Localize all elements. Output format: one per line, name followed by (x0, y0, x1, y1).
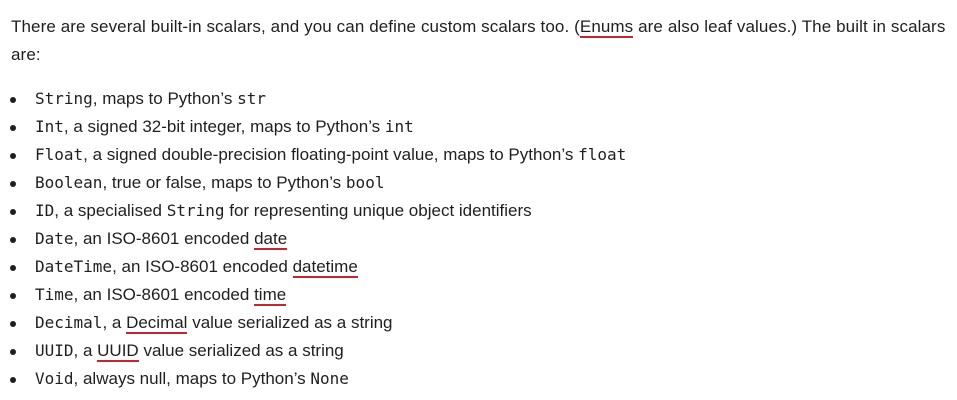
scalar-name: Float (35, 145, 84, 164)
scalar-description: , a (73, 341, 98, 360)
scalar-name: Time (35, 285, 74, 304)
list-item: Void, always null, maps to Python’s None (0, 365, 626, 393)
scalar-description-continued: for representing unique object identifie… (224, 201, 532, 220)
scalar-description: , maps to Python’s (92, 89, 238, 108)
intro-paragraph: There are several built-in scalars, and … (11, 13, 951, 69)
python-type: int (384, 117, 414, 136)
bullet-icon (10, 349, 16, 355)
list-item: Int, a signed 32-bit integer, maps to Py… (0, 113, 626, 141)
bullet-icon (10, 321, 16, 327)
bullet-icon (10, 125, 16, 131)
list-item: Float, a signed double-precision floatin… (0, 141, 626, 169)
bullet-icon (10, 377, 16, 383)
scalar-description: , an ISO-8601 encoded (73, 229, 255, 248)
enums-link[interactable]: Enums (579, 17, 634, 38)
python-type: float (578, 145, 627, 164)
list-item: ID, a specialised String for representin… (0, 197, 626, 225)
python-type: bool (345, 173, 385, 192)
scalar-description-continued: value serialized as a string (138, 341, 344, 360)
scalar-name: DateTime (35, 257, 113, 276)
scalar-description: , an ISO-8601 encoded (112, 257, 293, 276)
scalar-name: UUID (35, 341, 74, 360)
list-item: DateTime, an ISO-8601 encoded datetime (0, 253, 626, 281)
python-type: str (237, 89, 266, 108)
scalar-name: Int (35, 117, 64, 136)
uuid-link[interactable]: UUID (97, 341, 139, 362)
decimal-link[interactable]: Decimal (126, 313, 188, 334)
bullet-icon (10, 181, 16, 187)
scalar-list: String, maps to Python’s str Int, a sign… (0, 85, 626, 393)
scalar-description-continued: value serialized as a string (187, 313, 393, 332)
scalar-name: String (35, 89, 93, 108)
time-link[interactable]: time (254, 285, 287, 306)
list-item: Time, an ISO-8601 encoded time (0, 281, 626, 309)
list-item: String, maps to Python’s str (0, 85, 626, 113)
list-item: UUID, a UUID value serialized as a strin… (0, 337, 626, 365)
scalar-description: , true or false, maps to Python’s (102, 173, 346, 192)
scalar-description: , a (102, 313, 127, 332)
python-type: None (310, 369, 349, 388)
intro-text: There are several built-in scalars, and … (11, 17, 580, 36)
list-item: Boolean, true or false, maps to Python’s… (0, 169, 626, 197)
list-item: Date, an ISO-8601 encoded date (0, 225, 626, 253)
scalar-description: , a specialised (54, 201, 167, 220)
scalar-name: ID (35, 201, 55, 220)
scalar-description: , an ISO-8601 encoded (73, 285, 255, 304)
bullet-icon (10, 97, 16, 103)
bullet-icon (10, 237, 16, 243)
bullet-icon (10, 293, 16, 299)
date-link[interactable]: date (254, 229, 288, 250)
bullet-icon (10, 153, 16, 159)
scalar-description: , a signed 32-bit integer, maps to Pytho… (63, 117, 385, 136)
datetime-link[interactable]: datetime (292, 257, 358, 278)
intro-text-continued: are also leaf values.) The built in scal… (11, 17, 946, 64)
list-item: Decimal, a Decimal value serialized as a… (0, 309, 626, 337)
scalar-description: , always null, maps to Python’s (73, 369, 311, 388)
bullet-icon (10, 209, 16, 215)
scalar-name: Decimal (35, 313, 103, 332)
scalar-name: Boolean (35, 173, 103, 192)
scalar-name: Date (35, 229, 74, 248)
bullet-icon (10, 265, 16, 271)
scalar-description: , a signed double-precision floating-poi… (83, 145, 579, 164)
scalar-name: Void (35, 369, 74, 388)
inline-code: String (166, 201, 225, 220)
